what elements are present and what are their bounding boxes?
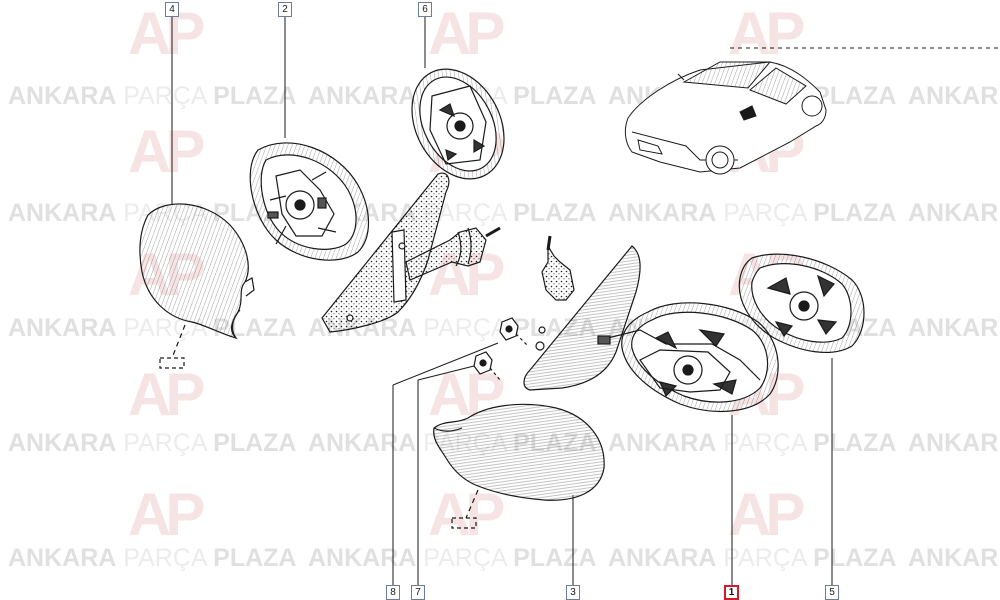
right-mirror-housing	[597, 302, 779, 412]
callout-label-1-selected[interactable]: 1	[724, 585, 739, 600]
leader-lines	[171, 14, 833, 586]
callout-label-8[interactable]: 8	[386, 585, 400, 600]
callout-label-2[interactable]: 2	[278, 2, 292, 17]
right-mirror-cover	[433, 403, 605, 529]
left-mirror-housing	[249, 142, 369, 261]
left-mirror-glass	[411, 68, 505, 180]
right-mount-bracket	[523, 235, 641, 391]
callout-label-7[interactable]: 7	[411, 585, 425, 600]
callout-label-3[interactable]: 3	[566, 585, 580, 600]
callout-label-6[interactable]: 6	[418, 2, 432, 17]
callout-label-4[interactable]: 4	[165, 2, 179, 17]
left-mirror-cover	[139, 203, 255, 369]
car-location-thumbnail	[624, 47, 998, 175]
right-mirror-glass	[738, 253, 865, 353]
mounting-screws	[473, 317, 529, 381]
left-mount-bracket	[321, 172, 501, 333]
callout-label-5[interactable]: 5	[825, 585, 839, 600]
